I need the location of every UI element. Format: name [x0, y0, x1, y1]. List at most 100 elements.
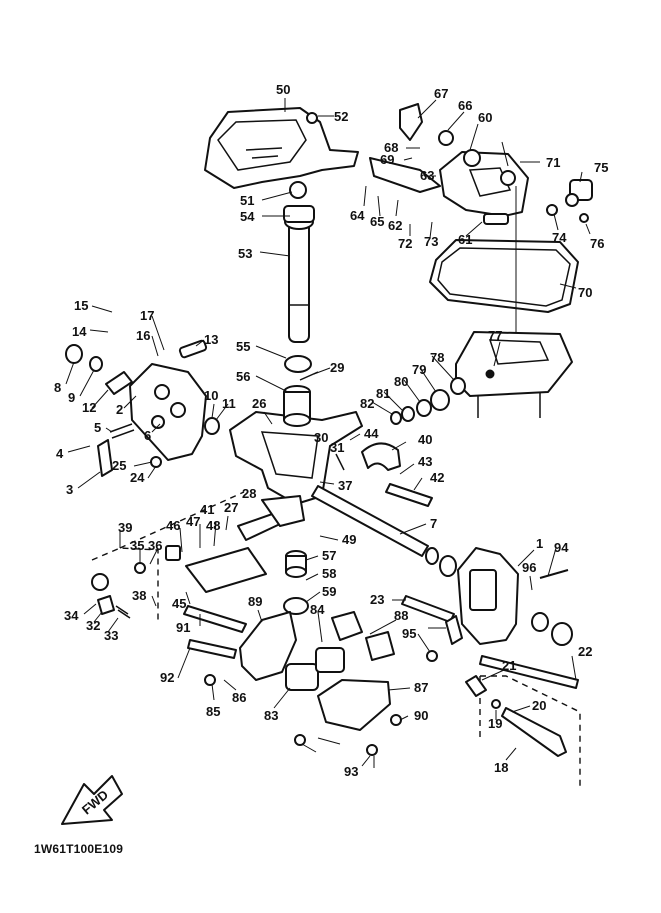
callout-28: 28	[242, 486, 256, 501]
callout-30: 30	[314, 430, 328, 445]
callout-24: 24	[130, 470, 145, 485]
callout-88: 88	[394, 608, 408, 623]
bolt-91	[183, 605, 247, 633]
callout-92: 92	[160, 670, 174, 685]
callout-49: 49	[342, 532, 356, 547]
callout-54: 54	[240, 209, 255, 224]
callout-77: 77	[488, 328, 502, 343]
bolt-92	[187, 639, 237, 659]
callout-4: 4	[56, 446, 64, 461]
callout-82: 82	[360, 396, 374, 411]
lower-mount-89	[239, 611, 297, 681]
callout-70: 70	[578, 285, 592, 300]
rod-22	[479, 655, 579, 689]
right-clamp-bracket	[457, 547, 519, 645]
callout-61: 61	[458, 232, 472, 247]
callout-94: 94	[554, 540, 569, 555]
callout-37: 37	[338, 478, 352, 493]
spring-5	[109, 423, 135, 439]
washer-9-right	[531, 612, 549, 632]
forward-direction-arrow: FWD	[61, 775, 123, 825]
callout-45: 45	[172, 596, 186, 611]
bolt-85a	[204, 674, 216, 686]
callout-38: 38	[132, 588, 146, 603]
callout-74: 74	[552, 230, 567, 245]
callout-84: 84	[310, 602, 325, 617]
bushing-56	[283, 385, 311, 427]
lower-bracket-87	[317, 679, 391, 731]
callout-16: 16	[136, 328, 150, 343]
through-tube	[311, 485, 429, 557]
callout-39: 39	[118, 520, 132, 535]
washer-9-left	[89, 356, 103, 372]
callout-87: 87	[414, 680, 428, 695]
callout-69: 69	[380, 152, 394, 167]
tilt-pin-group-outline	[479, 675, 581, 788]
callout-60: 60	[478, 110, 492, 125]
callout-50: 50	[276, 82, 290, 97]
nut-90a	[390, 714, 402, 726]
callout-43: 43	[418, 454, 432, 469]
lever-67	[399, 103, 423, 141]
callout-93: 93	[344, 764, 358, 779]
stopper-57	[285, 550, 307, 578]
washer-51	[289, 181, 307, 199]
callout-80: 80	[394, 374, 408, 389]
callout-68: 68	[384, 140, 398, 155]
callout-7: 7	[430, 516, 437, 531]
callout-17: 17	[140, 308, 154, 323]
plate-32	[97, 595, 115, 615]
steering-shaft	[283, 205, 315, 343]
gasket	[429, 239, 579, 313]
plate-12	[105, 371, 133, 395]
callout-62: 62	[388, 218, 402, 233]
pin-19	[491, 699, 501, 709]
callout-12: 12	[82, 400, 96, 415]
callout-9-left: 9	[68, 390, 75, 405]
pin-61	[483, 213, 509, 225]
washer-11-right	[425, 547, 439, 565]
pin-36	[134, 562, 146, 574]
bushing-10-right	[439, 555, 457, 577]
callout-1: 1	[536, 536, 543, 551]
left-clamp-bracket	[129, 363, 207, 461]
callout-72: 72	[398, 236, 412, 251]
rubber-88a	[331, 611, 363, 641]
tilt-rod-20	[501, 707, 567, 757]
washer-74	[546, 204, 558, 216]
callout-66a: 66	[458, 98, 472, 113]
callout-91: 91	[176, 620, 190, 635]
callout-57: 57	[322, 548, 336, 563]
callout-8-left: 8	[54, 380, 61, 395]
callout-21: 21	[502, 658, 516, 673]
pin-31	[335, 453, 345, 471]
washer-93	[366, 744, 378, 756]
callout-63: 63	[420, 168, 434, 183]
knob-8-right	[551, 622, 573, 646]
lock-lever-outline	[119, 491, 245, 549]
spring-34	[91, 573, 109, 591]
callout-48: 48	[206, 518, 220, 533]
knob-8-left	[65, 344, 83, 364]
callout-79: 79	[412, 362, 426, 377]
callout-19: 19	[488, 716, 502, 731]
tilt-lock-group-outline	[91, 547, 159, 620]
rod-23	[401, 595, 455, 623]
callout-44: 44	[364, 426, 379, 441]
bolt-52	[306, 112, 318, 124]
callout-89: 89	[248, 594, 262, 609]
spring-33	[115, 605, 131, 619]
callout-65: 65	[370, 214, 384, 229]
callout-55: 55	[236, 339, 250, 354]
bolt-94	[539, 569, 569, 579]
handle-3	[97, 439, 113, 477]
washer-55	[284, 355, 312, 373]
callout-53: 53	[238, 246, 252, 261]
link-rod-62	[369, 157, 441, 193]
bolt-85b	[294, 734, 306, 746]
callout-22: 22	[578, 644, 592, 659]
leader-lines	[65, 98, 591, 768]
diagram-code: 1W61T100E109	[34, 842, 124, 856]
tilt-lock-plate-45	[165, 545, 267, 593]
